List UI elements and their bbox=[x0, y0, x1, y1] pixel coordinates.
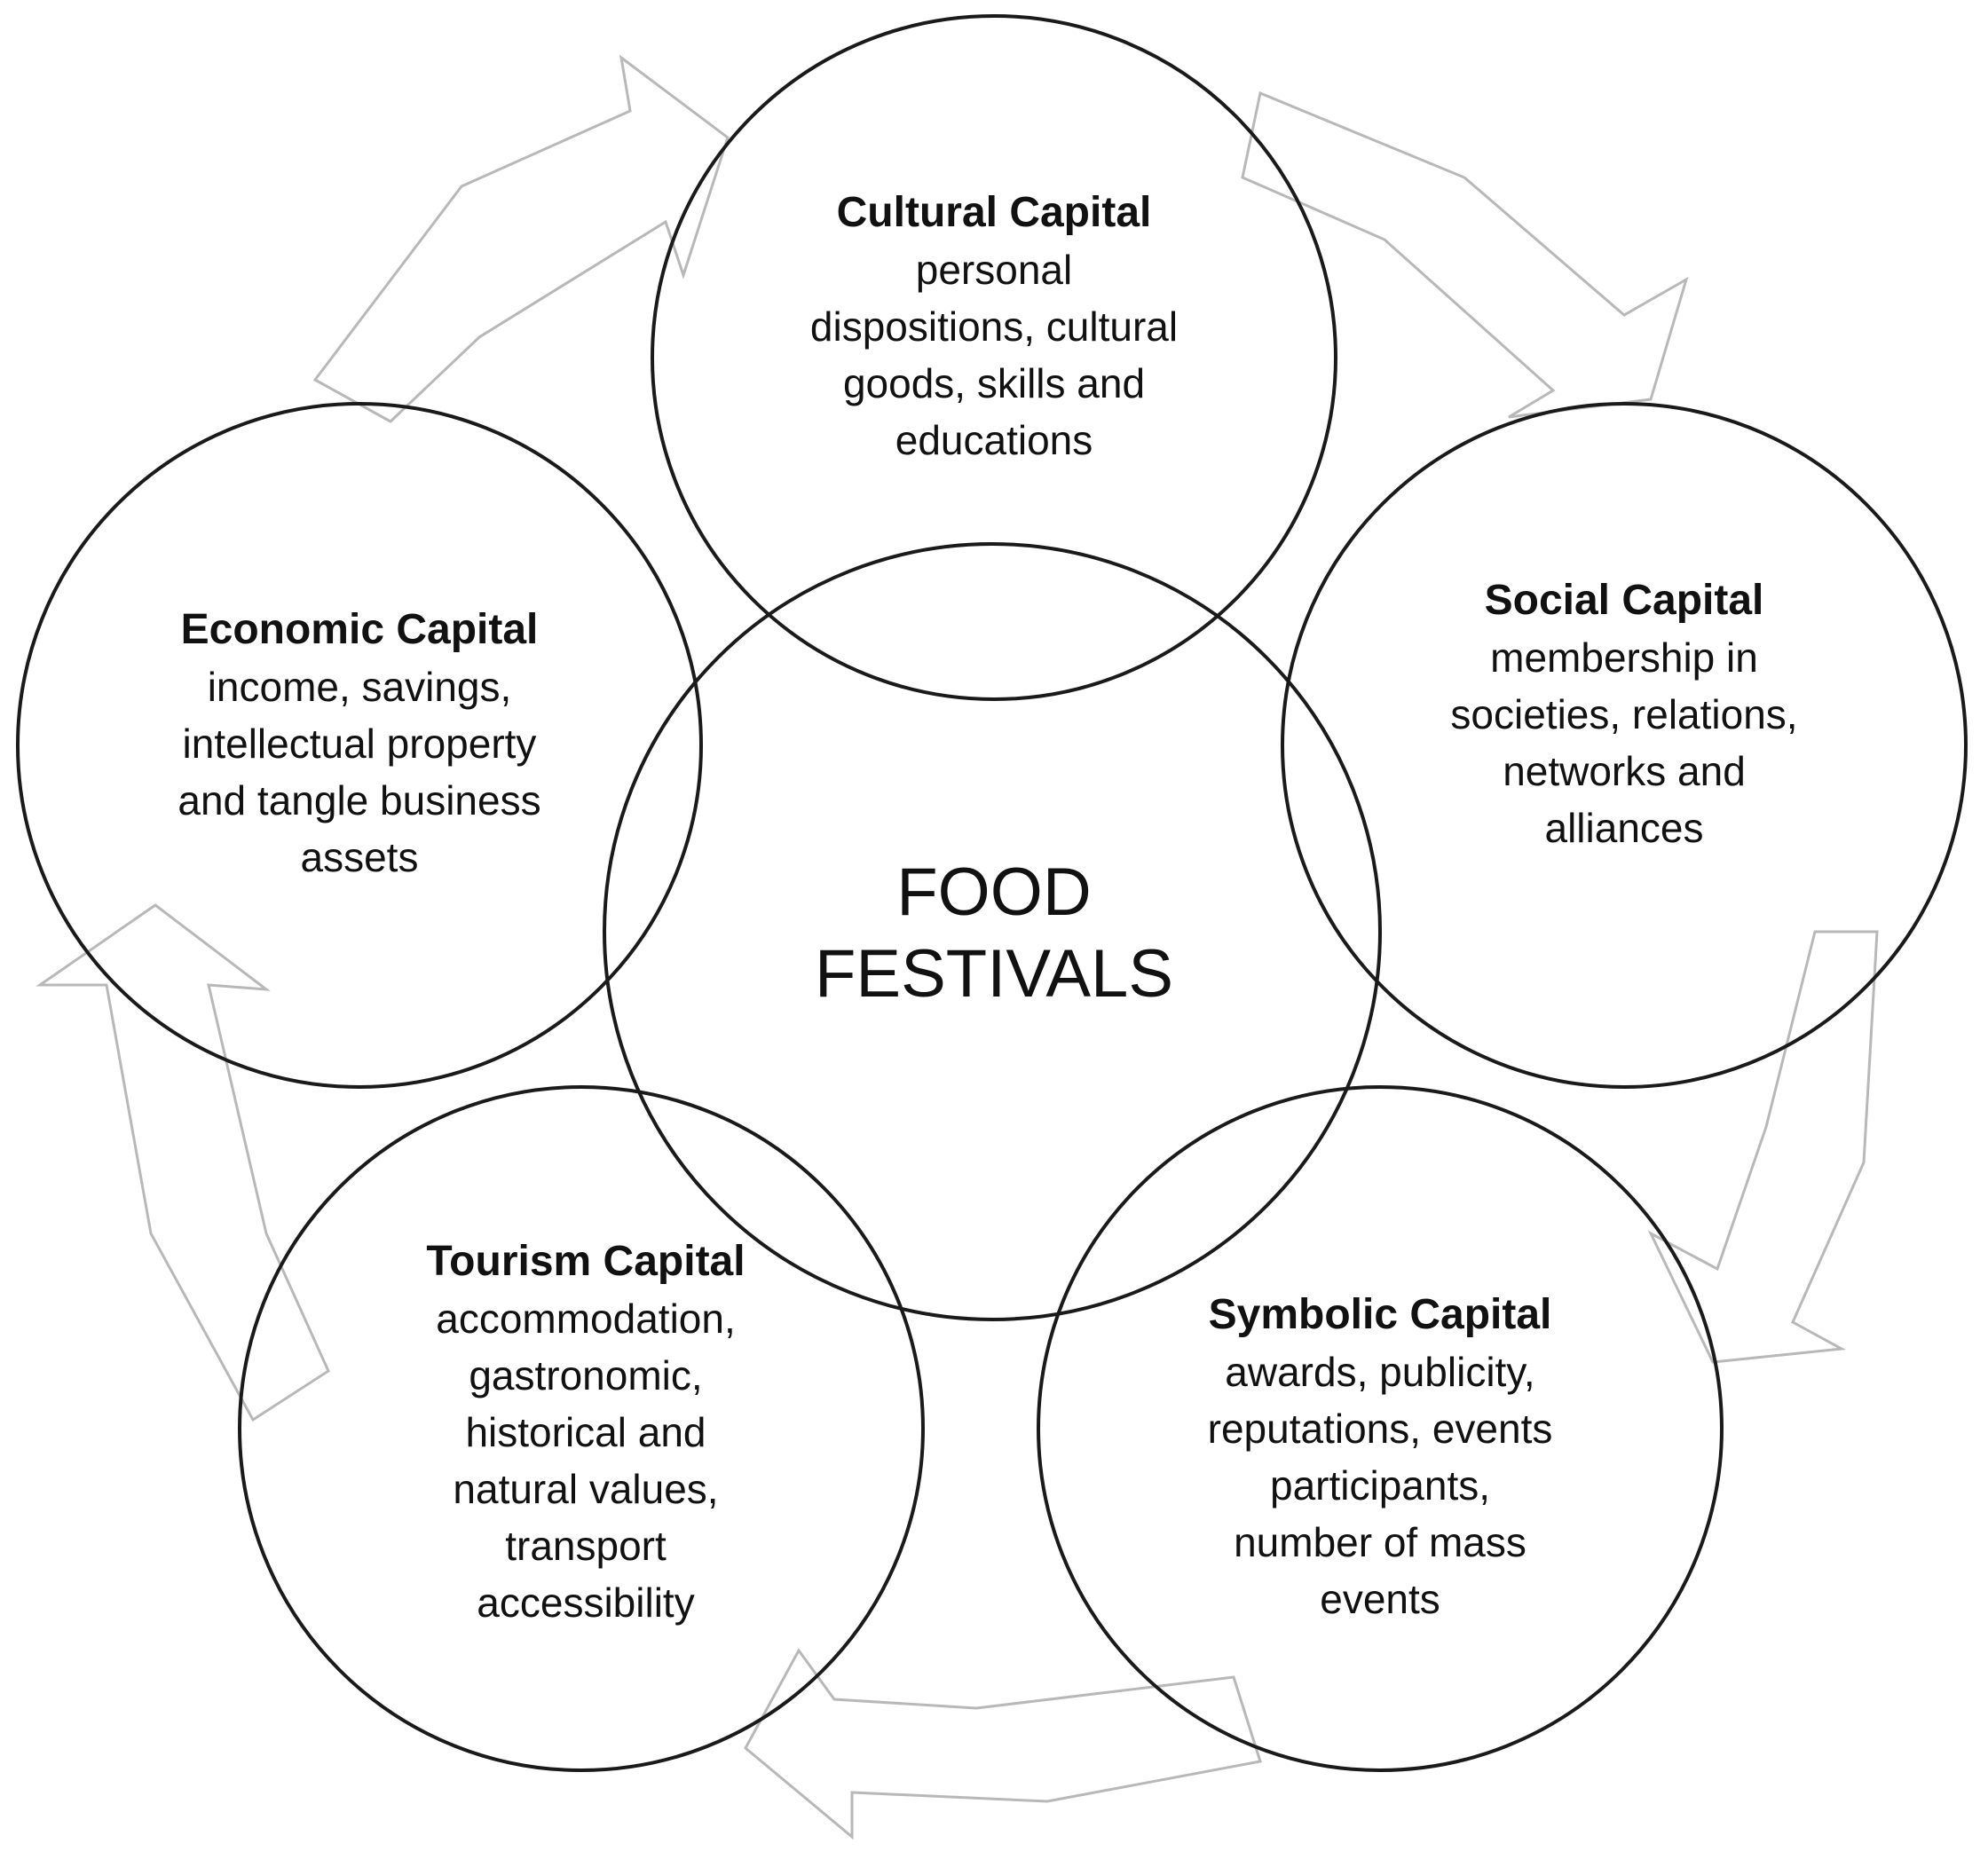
symbolic-capital-desc-1: awards, publicity, bbox=[1225, 1349, 1535, 1395]
social-capital-circle bbox=[1281, 402, 1968, 1089]
cultural-capital-title: Cultural Capital bbox=[836, 189, 1152, 236]
tourism-capital-desc-5: transport bbox=[505, 1523, 667, 1569]
social-capital-desc-4: alliances bbox=[1544, 805, 1704, 851]
tourism-capital-desc-3: historical and bbox=[465, 1409, 706, 1455]
arrow-social-to-symbolic bbox=[1647, 930, 1879, 1364]
symbolic-capital-title: Symbolic Capital bbox=[1208, 1291, 1552, 1338]
cultural-capital-circle bbox=[651, 14, 1337, 701]
symbolic-capital-desc-4: number of mass bbox=[1234, 1519, 1526, 1565]
arrow-tourism-to-economic bbox=[36, 903, 330, 1422]
economic-capital-desc-4: assets bbox=[300, 834, 419, 880]
center-line-2: FESTIVALS bbox=[814, 936, 1174, 1012]
economic-capital-title: Economic Capital bbox=[180, 606, 539, 653]
tourism-capital-circle bbox=[238, 1085, 925, 1772]
food-festivals-label: FOOD FESTIVALS bbox=[781, 852, 1207, 1015]
symbolic-capital-desc-5: events bbox=[1320, 1576, 1440, 1622]
cultural-capital-desc-2: dispositions, cultural bbox=[809, 303, 1179, 350]
arrow-symbolic-to-tourism bbox=[744, 1648, 1262, 1840]
symbolic-capital-desc-3: participants, bbox=[1269, 1462, 1490, 1509]
social-capital-label: Social Capital membership in societies, … bbox=[1393, 572, 1855, 856]
social-capital-desc-2: societies, relations, bbox=[1450, 691, 1798, 737]
cultural-capital-desc-1: personal bbox=[915, 247, 1073, 293]
center-line-1: FOOD bbox=[896, 855, 1092, 930]
social-capital-title: Social Capital bbox=[1484, 577, 1764, 624]
social-capital-desc-1: membership in bbox=[1490, 634, 1758, 681]
economic-capital-circle bbox=[16, 402, 703, 1089]
tourism-capital-desc-1: accommodation, bbox=[436, 1296, 736, 1342]
cultural-capital-label: Cultural Capital personal dispositions, … bbox=[754, 185, 1234, 469]
economic-capital-desc-3: and tangle business bbox=[178, 777, 541, 823]
tourism-capital-desc-6: accessibility bbox=[477, 1579, 695, 1626]
food-festivals-circle bbox=[603, 542, 1382, 1321]
arrow-cultural-to-social bbox=[1241, 91, 1689, 419]
cultural-capital-desc-3: goods, skills and bbox=[842, 360, 1146, 406]
tourism-capital-desc-4: natural values, bbox=[453, 1466, 719, 1512]
cultural-capital-desc-4: educations bbox=[895, 417, 1093, 463]
tourism-capital-desc-2: gastronomic, bbox=[469, 1352, 703, 1398]
tourism-capital-label: Tourism Capital accommodation, gastronom… bbox=[364, 1233, 808, 1631]
symbolic-capital-circle bbox=[1037, 1085, 1724, 1772]
tourism-capital-title: Tourism Capital bbox=[426, 1238, 746, 1285]
social-capital-desc-3: networks and bbox=[1503, 748, 1746, 794]
economic-capital-label: Economic Capital income, savings, intell… bbox=[124, 602, 595, 886]
symbolic-capital-label: Symbolic Capital awards, publicity, repu… bbox=[1145, 1287, 1615, 1627]
economic-capital-desc-2: intellectual property bbox=[182, 721, 537, 767]
arrow-economic-to-cultural bbox=[312, 54, 730, 423]
symbolic-capital-desc-2: reputations, events bbox=[1207, 1406, 1553, 1452]
economic-capital-desc-1: income, savings, bbox=[207, 664, 512, 710]
